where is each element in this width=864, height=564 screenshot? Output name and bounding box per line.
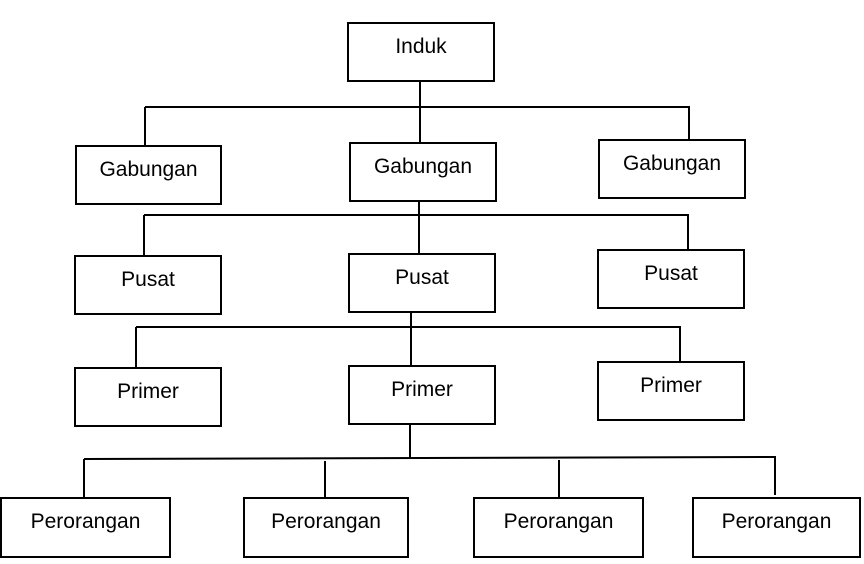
- node-gabungan-left: Gabungan: [75, 145, 222, 205]
- node-pusat-right: Pusat: [597, 249, 745, 309]
- node-gabungan-center: Gabungan: [349, 142, 497, 202]
- node-pusat-left: Pusat: [74, 255, 222, 315]
- node-pusat-center: Pusat: [348, 253, 496, 313]
- node-primer-right: Primer: [597, 361, 745, 421]
- node-gabungan-right: Gabungan: [598, 139, 746, 199]
- node-induk: Induk: [347, 22, 495, 82]
- node-perorangan-1: Perorangan: [0, 497, 171, 558]
- node-perorangan-3: Perorangan: [473, 497, 644, 558]
- connector-perorangan-bus: [83, 456, 777, 460]
- node-primer-left: Primer: [74, 367, 222, 427]
- node-perorangan-2: Perorangan: [243, 497, 409, 558]
- node-perorangan-4: Perorangan: [692, 497, 861, 558]
- node-primer-center: Primer: [348, 365, 496, 425]
